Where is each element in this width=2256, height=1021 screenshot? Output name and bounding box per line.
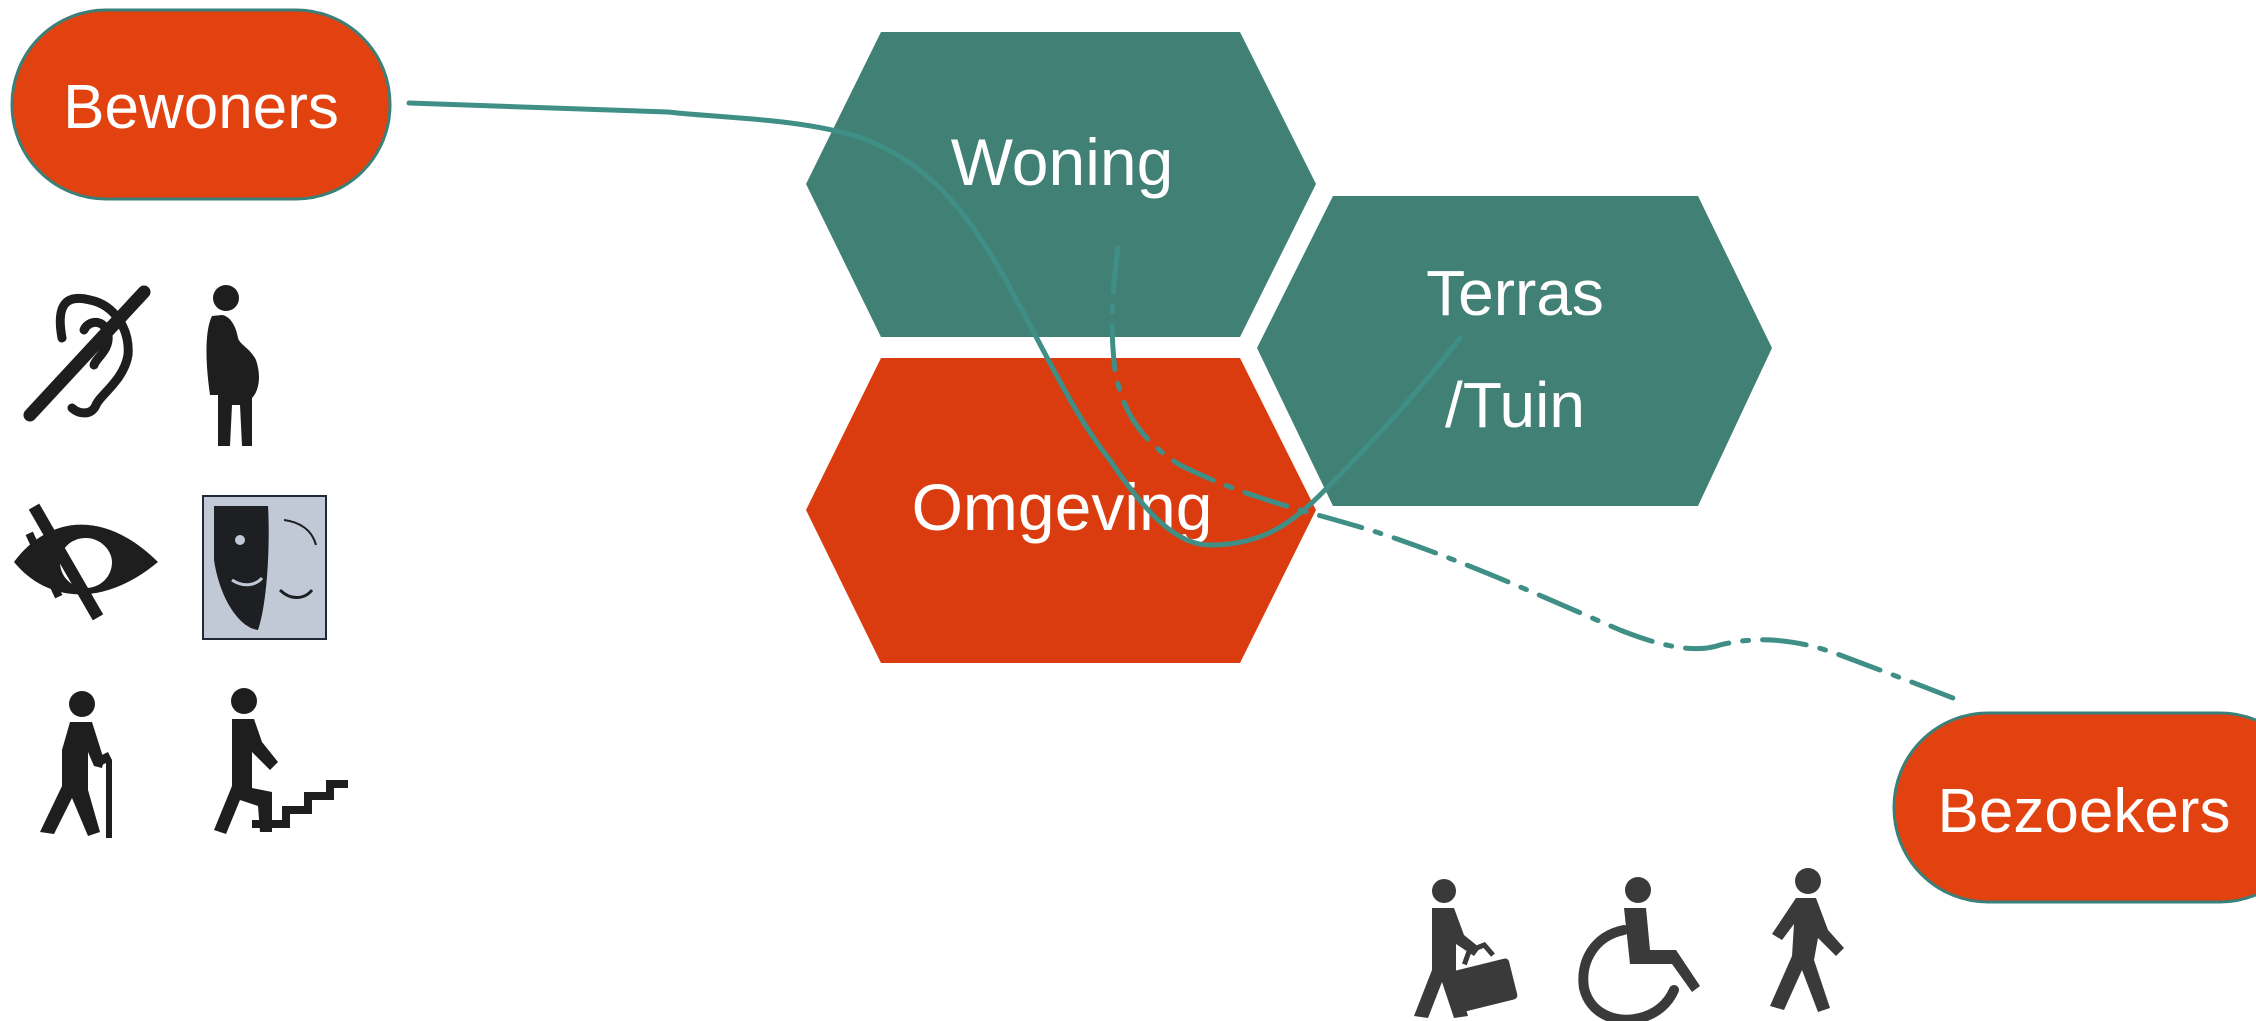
hex-omgeving: Omgeving bbox=[806, 358, 1316, 663]
hex-woning: Woning bbox=[806, 32, 1316, 337]
group-bezoekers-label: Bezoekers bbox=[1938, 777, 2231, 846]
hex-omgeving-label: Omgeving bbox=[912, 470, 1213, 544]
wheelchair-user-icon bbox=[1578, 877, 1700, 1021]
hex-woning-label: Woning bbox=[951, 125, 1174, 199]
person-climbing-stairs-icon bbox=[214, 688, 348, 834]
hearing-impaired-icon bbox=[23, 285, 151, 422]
person-with-luggage-icon bbox=[1414, 879, 1518, 1018]
person-with-cane-icon bbox=[40, 691, 112, 838]
bezoekers-route-line bbox=[1109, 245, 1961, 703]
group-bezoekers: Bezoekers bbox=[1892, 711, 2256, 904]
hex-terras-tuin: Terras /Tuin bbox=[1257, 196, 1772, 506]
bewoners-route-line bbox=[406, 100, 1463, 548]
group-bewoners: Bewoners bbox=[10, 8, 392, 201]
walking-person-icon bbox=[1770, 868, 1844, 1012]
visually-impaired-icon bbox=[14, 503, 158, 621]
pregnant-person-icon bbox=[206, 285, 259, 446]
hex-terras-label-line1: Terras bbox=[1426, 257, 1604, 329]
group-bewoners-label: Bewoners bbox=[63, 73, 339, 142]
hex-terras-label-line2: /Tuin bbox=[1445, 369, 1585, 441]
theatre-masks-icon bbox=[202, 495, 327, 640]
